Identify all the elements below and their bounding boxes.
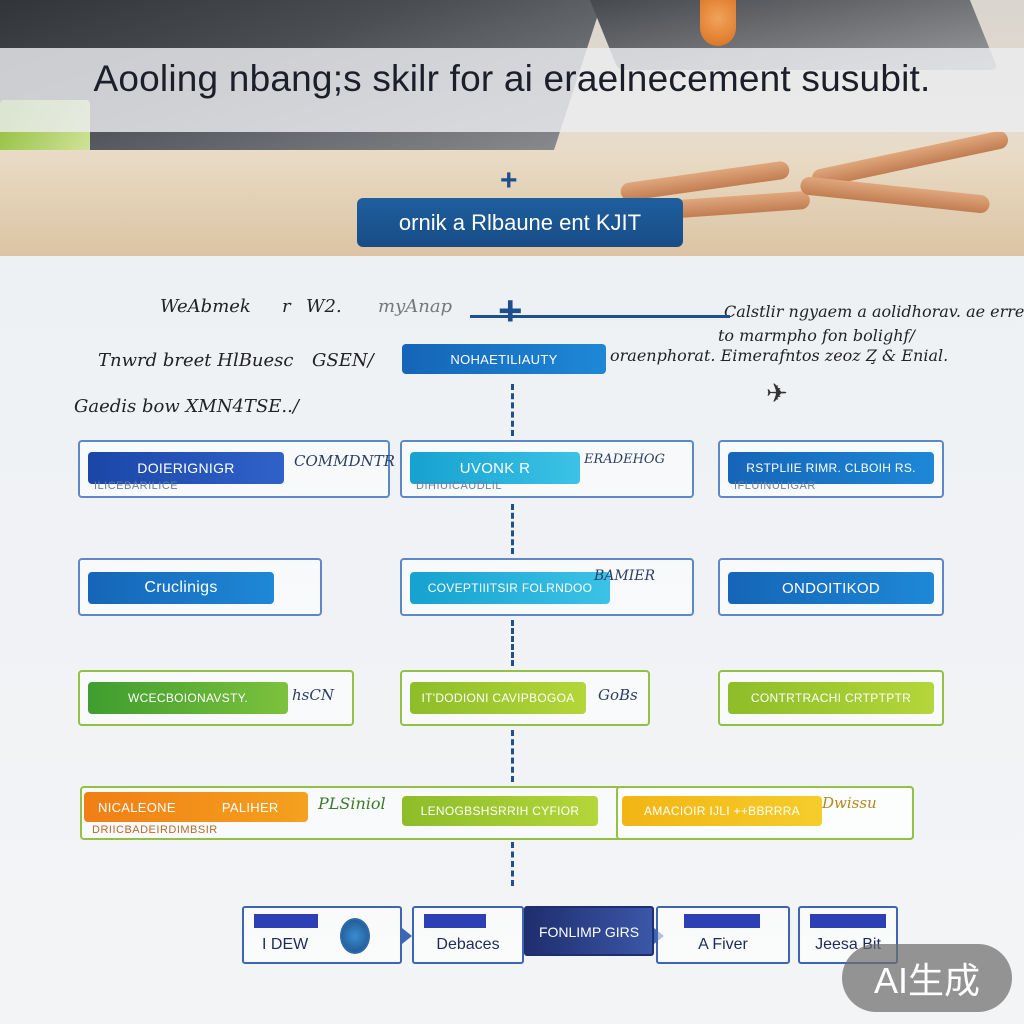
node-label[interactable]: NICALEONE PALIHER [84,792,308,822]
node-label: COVEPTIIITSIR FOLRNDOO [410,572,610,604]
node-box[interactable]: RSTPLIIE RIMR. CLBOIH RS. IFLUINULIGAR [718,440,944,498]
node-label: AMACIOIR IJLI ++BBRRRA [622,796,822,826]
connector-line [470,315,730,318]
flow-bar [424,914,486,928]
note-text: Gaedis bow XMN4TSE../ [74,396,299,417]
node-scribble: COMMDNTR [294,452,395,470]
flow-step[interactable]: FONLIMP GIRS [524,906,654,956]
node-box[interactable]: AMACIOIR IJLI ++BBRRRA Dwissu [616,786,914,840]
node-label: CONTRTRACHI CRTPTPTR [728,682,934,714]
node-scribble: hsCN [292,686,334,704]
node-label-text: NICALEONE [98,799,176,815]
banner-pill[interactable]: ornik a Rlbaune ent KJIT [357,198,683,247]
globe-icon [340,918,370,954]
node-box[interactable]: IT'DODIONI CAVIPBOGOA GoBs [400,670,650,726]
note-text: to marmpho fon bolighf/ [718,326,915,345]
note-text: Tnwrd breet HlBuesc [98,350,294,371]
flow-label: Debaces [436,936,500,953]
note-text: GSEN/ [312,350,374,371]
flow-step[interactable]: A Fiver [656,906,790,964]
note-text: WeAbmek [160,296,251,317]
node-box[interactable]: Cruclinigs [78,558,322,616]
note-text: r [282,296,291,317]
page-title: Aooling nbang;s skilr for ai eraelneceme… [93,58,931,99]
flow-label: A Fiver [698,936,748,953]
node-label: RSTPLIIE RIMR. CLBOIH RS. [728,452,934,484]
node-sublabel: IFLUINULIGAR [734,480,816,492]
node-scribble: PLSiniol [318,794,386,813]
note-text: W2. [306,296,342,317]
connector-line [511,504,514,554]
note-text: myAnap [378,296,453,317]
node-label: WCECBOIONAVSTY. [88,682,288,714]
node-scribble: BAMIER [594,568,656,584]
flow-label: I DEW [262,936,309,953]
connector-line [511,842,514,886]
node-box[interactable]: ONDOITIKOD [718,558,944,616]
node-scribble: ERADEHOG [584,452,665,467]
node-sublabel: ILICEBARILICE [94,480,179,492]
ai-generated-badge: AI生成 [842,944,1012,1012]
pen-holder-image [700,0,736,46]
node-box[interactable]: COVEPTIIITSIR FOLRNDOO BAMIER [400,558,694,616]
flow-step[interactable]: Debaces [412,906,524,964]
node-sublabel: DRIICBADEIRDIMBSIR [92,824,218,836]
node-label: DOIERIGNIGR [88,452,284,484]
title-band [0,48,1024,132]
node-box[interactable]: CONTRTRACHI CRTPTPTR [718,670,944,726]
connector-line [511,730,514,782]
node-scribble: GoBs [598,686,638,704]
connector-line [511,384,514,436]
node-label[interactable]: LENOGBSHSRRIH CYFIOR [402,796,598,826]
flow-step[interactable]: I DEW [242,906,402,964]
node-label: IT'DODIONI CAVIPBOGOA [410,682,586,714]
flow-label: FONLIMP GIRS [538,924,640,940]
node-box[interactable]: WCECBOIONAVSTY. hsCN [78,670,354,726]
node-scribble: Dwissu [822,794,877,812]
center-heading-pill[interactable]: NOHAETILIAUTY [402,344,606,374]
node-label-text: PALIHER [221,799,279,815]
node-box[interactable]: UVONK R DIHIUICAUDLIL ERADEHOG [400,440,694,498]
note-text: oraenphorat. Eimerafntos zeoz Z̧ & Enial… [610,346,949,365]
node-box[interactable]: DOIERIGNIGR ILICEBARILICE COMMDNTR [78,440,395,498]
node-label: ONDOITIKOD [728,572,934,604]
pin-icon: ✈ [766,378,788,408]
flow-bar [810,914,886,928]
connector-line [511,620,514,666]
flow-bar [684,914,760,928]
flow-bar [254,914,318,928]
node-sublabel: DIHIUICAUDLIL [416,480,502,492]
arrow-right-icon [402,928,412,944]
node-label: UVONK R [410,452,580,484]
plus-icon: + [498,287,523,334]
node-label: Cruclinigs [88,572,274,604]
note-text: Calstlir ngyaem a aolidhorav. ae errer [724,302,1024,321]
plus-icon: + [500,164,518,197]
